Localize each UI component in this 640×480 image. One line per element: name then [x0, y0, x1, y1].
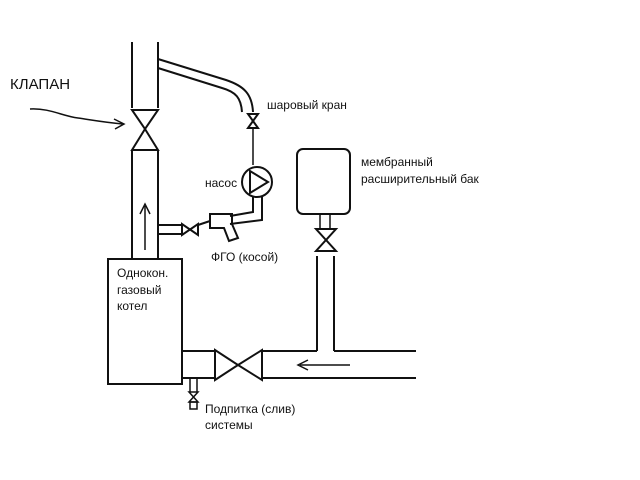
filter-valve-symbol — [181, 222, 199, 237]
boiler-box — [107, 258, 183, 385]
bypass-pipe-inner — [157, 67, 243, 113]
filter-label: ФГО (косой) — [211, 250, 278, 264]
valve-pointer-arrow — [29, 108, 124, 125]
boiler-label-line3: котел — [117, 299, 147, 313]
boiler-label-line2: газовый — [117, 283, 161, 297]
drain-valve-symbol — [187, 391, 200, 403]
tank-label-line1: мембранный — [361, 155, 433, 169]
filter-symbol — [209, 213, 240, 243]
pump-to-filter-pipe-inner — [229, 197, 254, 217]
makeup-label-line1: Подпитка (слив) — [205, 402, 295, 416]
boiler-label-line1: Однокон. — [117, 266, 168, 280]
expansion-tank — [296, 148, 351, 215]
return-valve-symbol — [214, 348, 263, 382]
makeup-label-line2: системы — [205, 418, 253, 432]
bypass-pipe-outer — [157, 58, 254, 113]
pipe-filter-valve-to-filter — [197, 220, 211, 226]
valve-label: КЛАПАН — [10, 76, 70, 93]
pump-to-filter-pipe-outer — [229, 197, 263, 225]
ball-valve-symbol — [246, 113, 260, 129]
pump-label: насос — [205, 176, 237, 190]
tank-label-line2: расширительный бак — [361, 172, 480, 186]
drain-outlet — [189, 401, 198, 410]
pump-symbol — [241, 166, 273, 198]
ball-valve-label: шаровый кран — [267, 98, 347, 112]
main-valve-symbol — [130, 109, 160, 151]
valve-pointer-arrowhead — [113, 118, 126, 130]
flow-arrow-left — [296, 359, 350, 371]
tank-valve-symbol — [313, 228, 339, 252]
flow-arrow-up — [139, 202, 151, 250]
